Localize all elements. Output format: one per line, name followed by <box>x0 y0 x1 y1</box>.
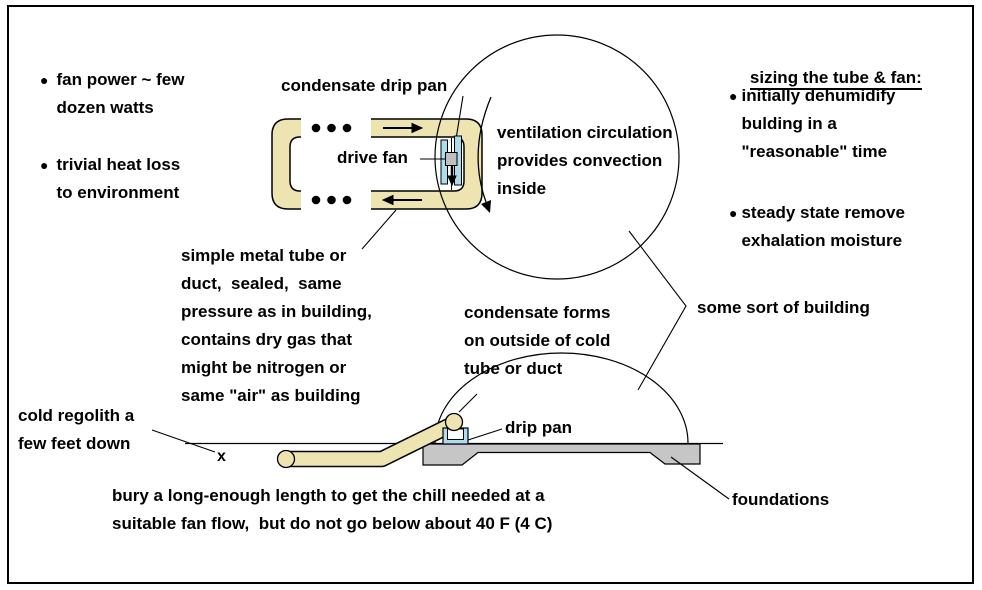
tube-loop <box>271 116 483 212</box>
tube-end-cap-riser <box>444 412 464 432</box>
building-circle <box>434 34 680 280</box>
note-heat-loss-text: trivial heat loss to environment <box>56 155 181 202</box>
label-simple-tube: simple metal tube or duct, sealed, same … <box>181 246 372 405</box>
bullet-icon: ● <box>729 88 738 104</box>
note-fan-power: ● fan power ~ few dozen watts <box>40 66 184 122</box>
leader-cold-regolith <box>151 429 216 453</box>
leader-lines <box>151 95 730 500</box>
note-heat-loss: ● trivial heat loss to environment <box>40 151 180 207</box>
flow-arrow-right-icon <box>383 122 424 134</box>
label-condensate-forms: condensate forms on outside of cold tube… <box>464 303 611 378</box>
tube-end-cap-left <box>276 449 296 469</box>
circulation-arrow-icon <box>477 96 492 213</box>
leader-foundations <box>670 456 730 500</box>
flow-arrow-down-icon <box>447 166 457 187</box>
tube-break-dots <box>311 123 352 205</box>
flow-arrow-left-icon <box>381 194 422 206</box>
tube-break-bottom <box>301 186 371 212</box>
fan-hub <box>445 152 458 166</box>
label-bury-note: bury a long-enough length to get the chi… <box>112 486 553 533</box>
sizing-title: sizing the tube & fan: <box>731 36 922 120</box>
leader-condensate-drip-pan <box>455 95 464 137</box>
sizing-bullet-1: ● initially dehumidify bulding in a "rea… <box>729 82 895 166</box>
note-fan-power-text: fan power ~ few dozen watts <box>56 70 185 117</box>
leader-condensate-forms <box>458 393 478 413</box>
tube-break-top <box>301 116 371 142</box>
label-condensate-drip-pan: condensate drip pan <box>281 76 448 95</box>
label-drive-fan: drive fan <box>337 148 408 167</box>
label-cold-regolith: cold regolith a few feet down <box>18 406 135 453</box>
label-some-building: some sort of building <box>697 298 870 317</box>
diagram-border <box>7 5 974 584</box>
leader-simple-tube <box>361 209 397 250</box>
buried-tube <box>277 415 462 468</box>
label-drip-pan: drip pan <box>505 418 573 437</box>
leader-some-building <box>628 230 687 391</box>
bullet-icon: ● <box>40 72 49 88</box>
foundation-shape <box>422 443 701 466</box>
building-dome-arc <box>434 352 689 444</box>
sizing-title-text: sizing the tube & fan: <box>749 68 922 90</box>
label-foundations: foundations <box>732 490 830 509</box>
tube-loop-ring <box>271 118 483 210</box>
bullet-icon: ● <box>729 205 738 221</box>
sizing-bullet-2: ● steady state remove exhalation moistur… <box>729 199 905 255</box>
label-ventilation: ventilation circulation provides convect… <box>497 123 673 198</box>
buried-tube-fill <box>279 417 460 466</box>
bullet-icon: ● <box>40 157 49 173</box>
fan-assembly <box>440 135 462 190</box>
leader-drip-pan <box>467 428 503 441</box>
label-x-marker: x <box>217 448 226 465</box>
sizing-bullet-1-text: initially dehumidify bulding in a "reaso… <box>741 86 896 161</box>
sizing-bullet-2-text: steady state remove exhalation moisture <box>741 203 905 250</box>
